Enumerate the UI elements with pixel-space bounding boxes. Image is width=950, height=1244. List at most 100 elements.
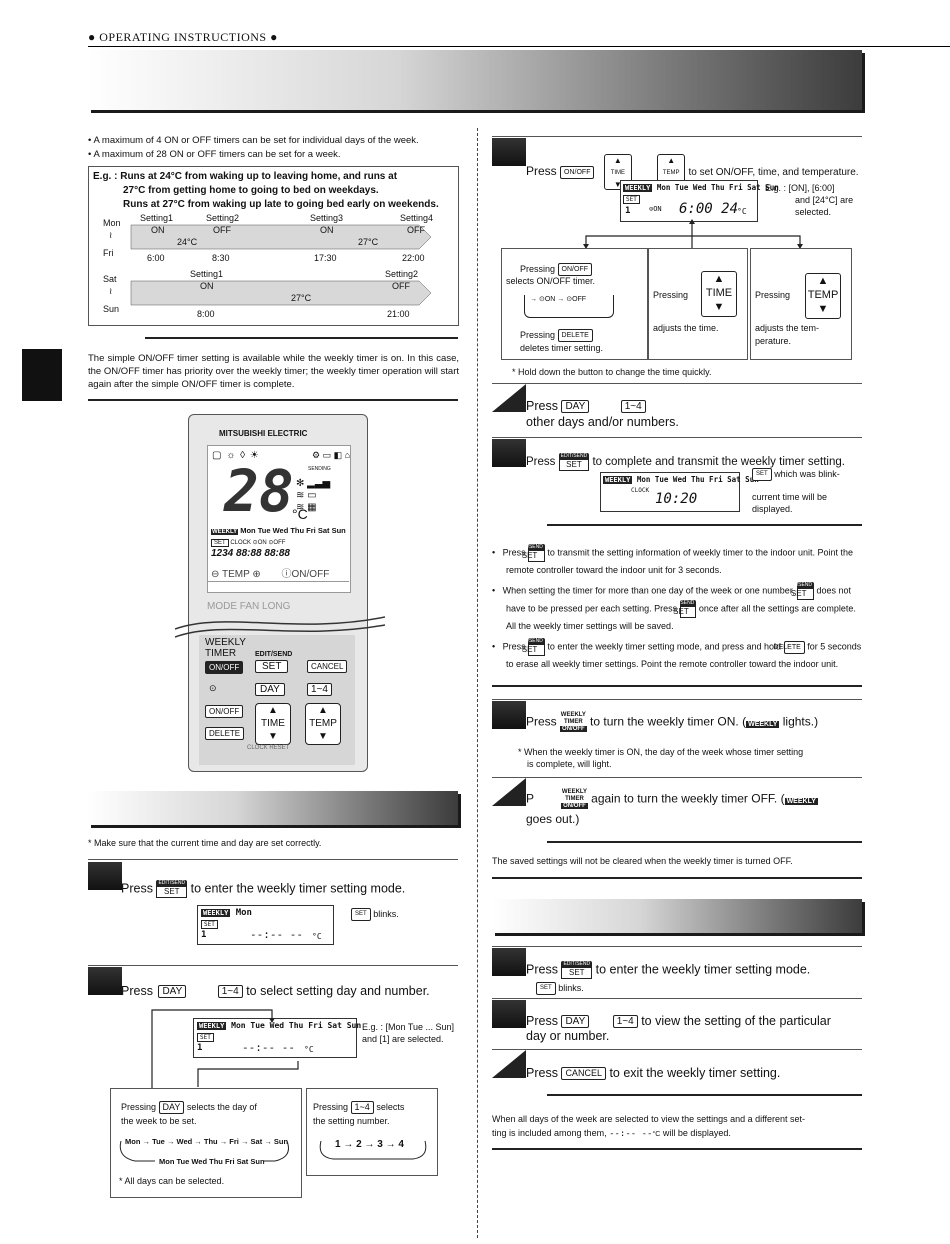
- weekly-badge: WEEKLY: [784, 797, 818, 805]
- step5-lcd: WEEKLY Mon Tue Wed Thu Fri Sat Sun CLOCK…: [600, 472, 759, 512]
- post: once after all the settings are complete…: [506, 603, 856, 631]
- lcd-time-2: 88:88: [264, 548, 290, 559]
- weekday-label-mon: Mon: [103, 218, 121, 228]
- pre: Press: [526, 714, 557, 729]
- reset-label: RESET: [269, 745, 290, 751]
- lcd-time-1: 88:88: [236, 548, 262, 559]
- lcd-set-row: SET CLOCK ⊙ON ⊙OFF: [211, 539, 285, 547]
- number-button[interactable]: 1~4: [307, 683, 332, 696]
- post: to turn the weekly timer ON. (: [590, 714, 747, 729]
- weekend-tilde: ≀: [109, 286, 113, 296]
- pre: Pressing: [313, 1102, 349, 1112]
- pre: Pressing: [755, 290, 791, 300]
- pre: When setting the timer for more than one…: [502, 585, 795, 596]
- lcd-temp-digits: 28: [224, 457, 294, 525]
- post: selects the day of: [186, 1102, 257, 1112]
- final-line1: When all days of the week are selected t…: [492, 1114, 806, 1124]
- lcd-days-text: Mon Tue Wed Thu Fri Sat Sun: [240, 526, 346, 535]
- pre: P: [526, 791, 534, 806]
- weekly-onoff-button[interactable]: ON/OFF: [205, 661, 244, 674]
- note2: is complete, will light.: [527, 759, 612, 769]
- note2: current time will be: [752, 492, 828, 503]
- bullet-item: A maximum of 4 ON or OFF timers can be s…: [88, 134, 468, 148]
- post: to view the setting of the particular: [641, 1014, 831, 1028]
- lcd-on: ON: [257, 540, 267, 546]
- lcd-set: SET: [201, 920, 218, 929]
- onoff-timer-button[interactable]: ON/OFF: [205, 705, 244, 718]
- key-top: EDIT/SEND: [561, 961, 593, 967]
- onoff-line1: Pressing ON/OFF: [520, 263, 592, 277]
- step2-num-key: 1~4: [217, 985, 243, 999]
- day-key: DAY: [561, 400, 590, 414]
- set-button[interactable]: SET: [255, 660, 289, 673]
- lcd-weekly: WEEKLY: [201, 909, 231, 917]
- number-info-box: Pressing 1~4 selects the setting number.…: [306, 1088, 438, 1176]
- section-banner-setting: [88, 791, 458, 825]
- eg-line2: and [1] are selected.: [362, 1034, 444, 1044]
- mode-label: MODE: [207, 601, 237, 612]
- mid: TIMER: [565, 796, 584, 802]
- pre: Pressing: [653, 290, 689, 300]
- weekend-bar: [130, 280, 432, 306]
- weekday-bar: [130, 224, 432, 250]
- note1: which was blink-: [774, 469, 840, 479]
- step2-text: Press DAY 1~4 to select setting day and …: [121, 984, 430, 999]
- section-banner-checking: [492, 899, 862, 933]
- delete-button[interactable]: DELETE: [205, 727, 245, 740]
- top-buttons[interactable]: [207, 581, 349, 594]
- step6-note: * When the weekly timer is ON, the day o…: [518, 746, 803, 770]
- step1-post: to enter the weekly timer setting mode.: [190, 881, 406, 896]
- mode-fan-long-row: MODE FAN LONG: [207, 601, 290, 612]
- temp-info-box: Pressing ▲TEMP▼ adjusts the tem- peratur…: [750, 248, 852, 360]
- wd-setting-label: Setting4: [400, 213, 434, 223]
- post: selects: [376, 1102, 405, 1112]
- num-box-line2: the setting number.: [313, 1116, 390, 1126]
- top: WEEKLY: [560, 712, 586, 718]
- we-time: 8:00: [197, 309, 215, 319]
- step4-tab: [492, 384, 526, 412]
- post2: lights.): [782, 714, 819, 729]
- num-box-line1: Pressing 1~4 selects: [313, 1101, 405, 1115]
- temp-label: TEMP: [221, 569, 250, 580]
- time-button[interactable]: ▲TIME▼: [255, 703, 291, 745]
- onoff-key: ON/OFF: [557, 263, 592, 277]
- step6-tab: [492, 701, 526, 729]
- step-rule: [492, 699, 862, 700]
- step-rule: [492, 437, 862, 438]
- mid: does not have to be pressed per each set…: [506, 585, 852, 614]
- long-label: LONG: [262, 601, 291, 612]
- blink: blinks.: [558, 983, 584, 993]
- lcd-num: 1: [625, 206, 631, 216]
- step2-pre: Press: [121, 984, 153, 998]
- weekend-label-sun: Sun: [103, 304, 120, 314]
- delete-line2: deletes timer setting.: [520, 343, 604, 353]
- bot: ON/OFF: [560, 726, 587, 732]
- delete-line: Pressing DELETE: [520, 329, 593, 343]
- we-temp: 27°C: [291, 293, 312, 303]
- step3-connectors: [583, 219, 803, 249]
- cancel-button[interactable]: CANCEL: [307, 660, 348, 673]
- pre: Press: [526, 1066, 558, 1080]
- step8-tab: [492, 948, 526, 976]
- day-button[interactable]: DAY: [255, 683, 285, 696]
- num-key: 1~4: [350, 1101, 374, 1115]
- day-box-note: * All days can be selected.: [119, 1176, 225, 1186]
- weekday-label-fri: Fri: [103, 248, 114, 258]
- hold-note: * Hold down the button to change the tim…: [512, 367, 712, 377]
- temp-button[interactable]: ▲TEMP▼: [305, 703, 341, 745]
- note1: * When the weekly timer is ON, the day o…: [518, 747, 804, 757]
- intro-bullets: A maximum of 4 ON or OFF timers can be s…: [88, 134, 468, 162]
- set-key: SET: [752, 468, 772, 482]
- timer-label: TIMER: [205, 648, 237, 659]
- wd-state: OFF: [407, 225, 425, 235]
- post: to transmit the setting information of w…: [506, 547, 854, 575]
- header-rule: [88, 46, 950, 47]
- lcd-set: SET: [211, 539, 229, 547]
- lcd-days: WEEKLY Mon Tue Wed Thu Fri Sat Sun: [211, 526, 346, 535]
